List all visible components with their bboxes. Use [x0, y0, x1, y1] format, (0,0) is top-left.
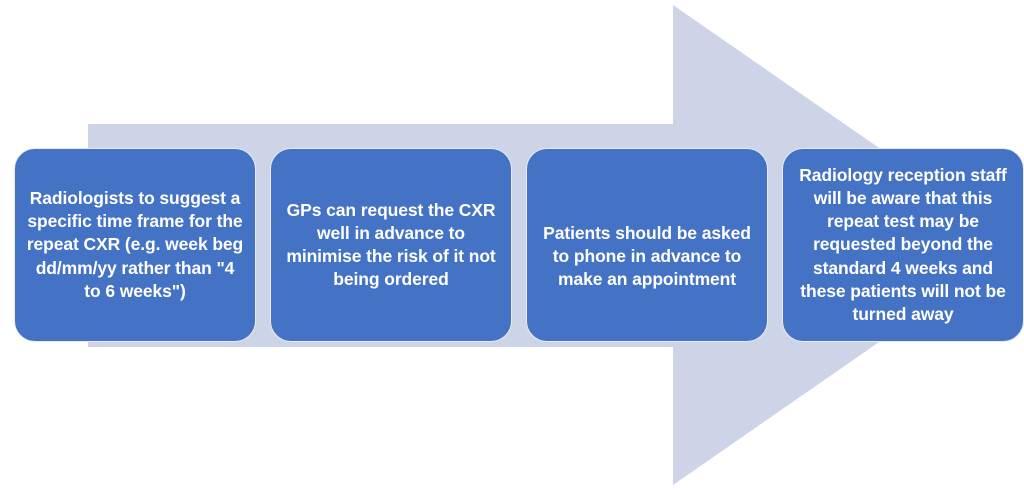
process-step-2-label: GPs can request the CXR well in advance … — [286, 199, 496, 290]
process-step-1-label: Radiologists to suggest a specific time … — [26, 188, 244, 301]
process-step-box-4[interactable]: Radiology reception staff will be aware … — [782, 148, 1024, 342]
process-step-box-3[interactable]: Patients should be asked to phone in adv… — [526, 148, 768, 342]
process-step-box-2[interactable]: GPs can request the CXR well in advance … — [270, 148, 512, 342]
process-step-3-label-bold: phone in advance to make an appointment — [558, 246, 742, 290]
process-step-3-label-regular: Patients should be asked to — [543, 222, 751, 266]
process-step-4-label: Radiology reception staff will be aware … — [799, 165, 1007, 324]
process-step-3-label: Patients should be asked to phone in adv… — [538, 199, 756, 291]
process-step-box-1[interactable]: Radiologists to suggest a specific time … — [14, 148, 256, 342]
